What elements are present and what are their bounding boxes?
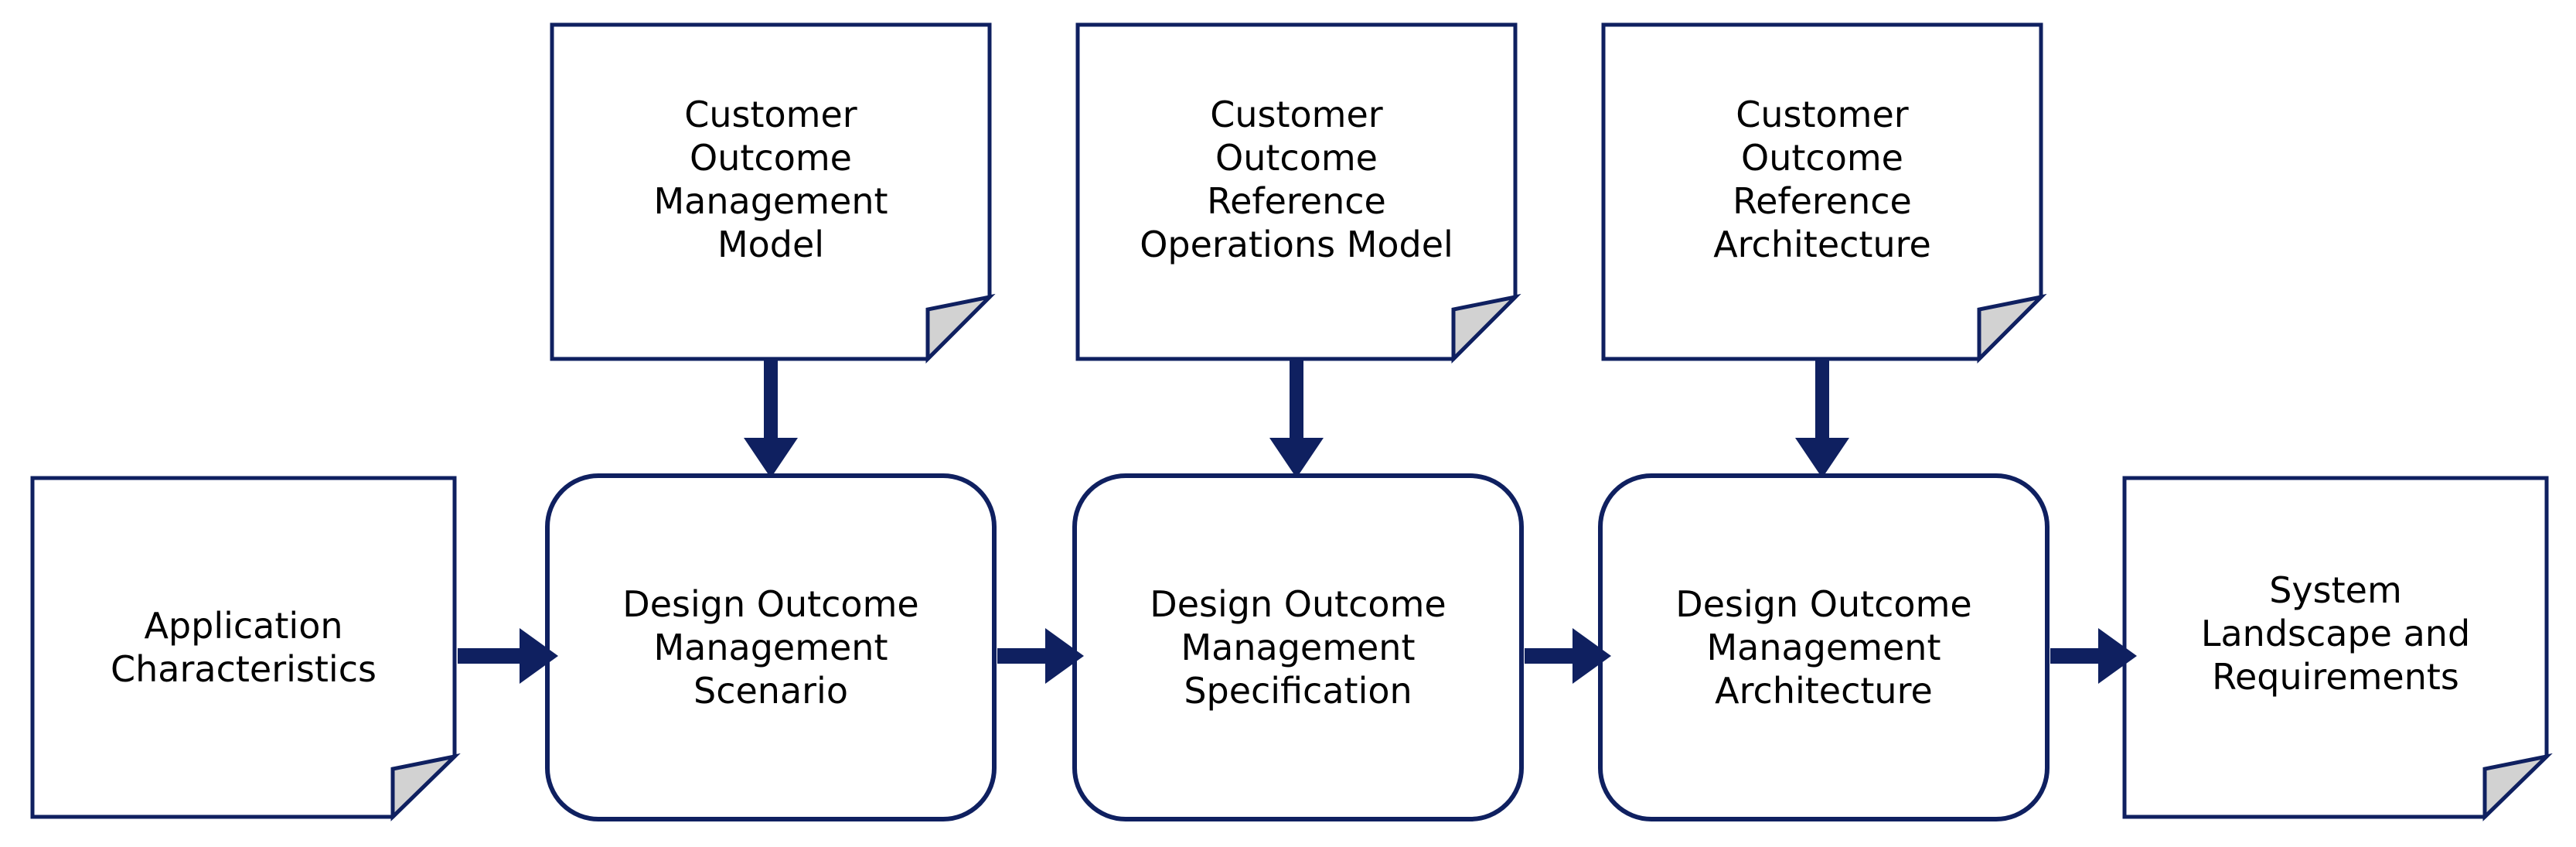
document-body-shape	[1601, 22, 2043, 361]
node-design-outcome-management-specification[interactable]	[1072, 473, 1524, 821]
folded-corner-icon	[925, 293, 996, 364]
node-design-outcome-management-architecture[interactable]	[1598, 473, 2050, 821]
document-body-shape	[1075, 22, 1518, 361]
folded-corner-icon	[2482, 753, 2553, 821]
connector-arrow-comm-to-scenario	[744, 360, 798, 478]
node-customer-outcome-reference-operations-model[interactable]	[1075, 22, 1521, 364]
document-body-shape	[550, 22, 992, 361]
folded-corner-icon	[1451, 293, 1521, 364]
connector-arrow-cora-to-architecture	[1795, 360, 1849, 478]
connector-arrow-corom-to-specification	[1269, 360, 1324, 478]
node-design-outcome-management-scenario[interactable]	[545, 473, 997, 821]
connector-arrow-appchar-to-scenario	[458, 628, 558, 684]
node-customer-outcome-reference-architecture[interactable]	[1601, 22, 2047, 364]
node-system-landscape-and-requirements[interactable]	[2122, 476, 2553, 821]
connector-arrow-scenario-to-specification	[997, 628, 1084, 684]
node-application-characteristics[interactable]	[30, 476, 461, 821]
folded-corner-icon	[1977, 293, 2047, 364]
document-body-shape	[30, 476, 457, 819]
folded-corner-icon	[390, 753, 461, 821]
connector-arrow-architecture-to-landscape	[2050, 628, 2137, 684]
document-body-shape	[2122, 476, 2549, 819]
connector-arrow-specification-to-architecture	[1525, 628, 1611, 684]
node-customer-outcome-management-model[interactable]	[550, 22, 996, 364]
